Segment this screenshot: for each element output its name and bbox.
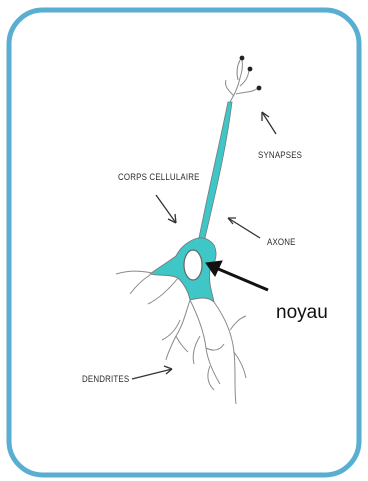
label-corps-cellulaire: CORPS CELLULAIRE <box>118 172 200 182</box>
label-noyau: noyau <box>276 302 328 324</box>
label-dendrites: DENDRITES <box>82 374 129 384</box>
nucleus <box>184 250 202 280</box>
label-synapses: SYNAPSES <box>258 150 302 160</box>
diagram-frame <box>9 10 359 475</box>
label-axone: AXONE <box>267 237 296 247</box>
